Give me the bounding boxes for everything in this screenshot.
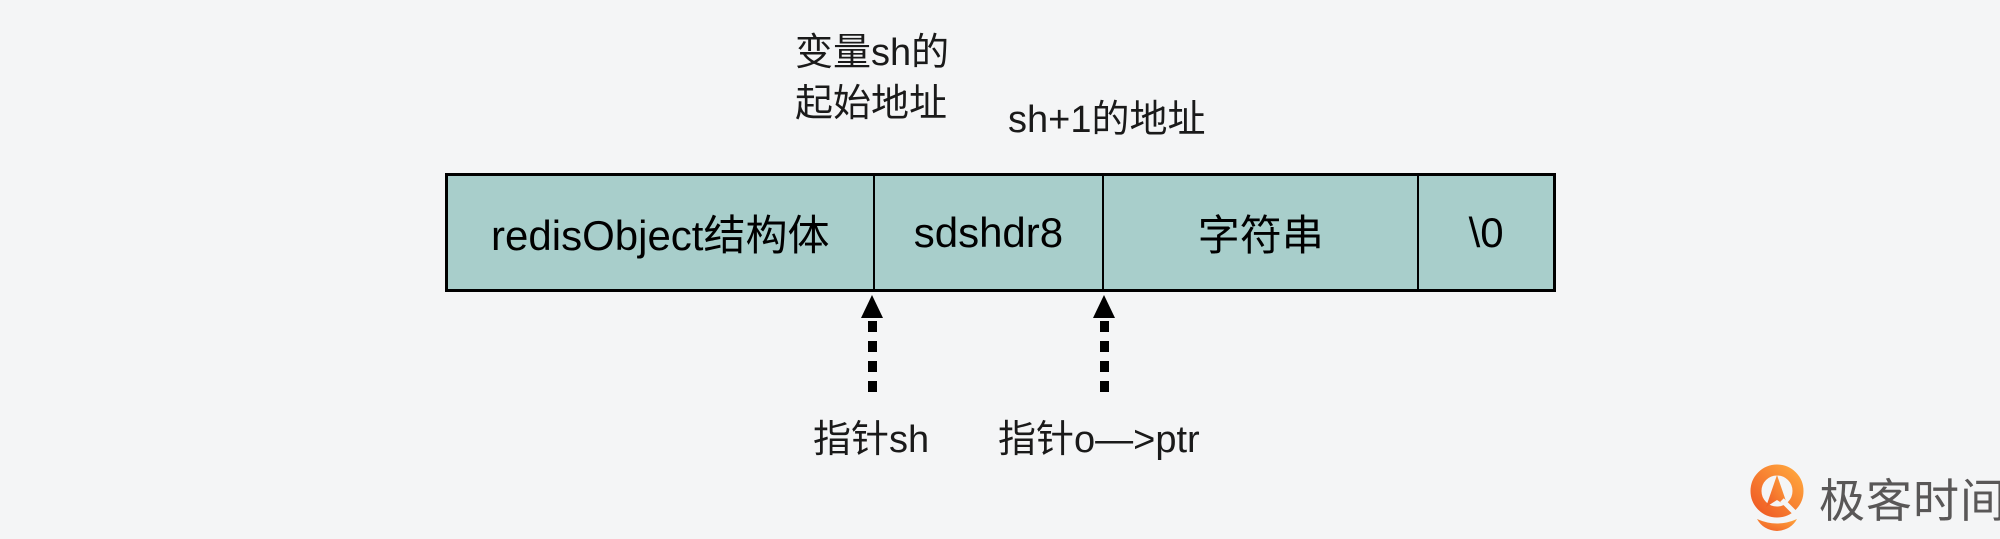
dashed-line xyxy=(1099,321,1109,393)
arrow-up-icon xyxy=(1093,295,1115,318)
dashed-line xyxy=(867,321,877,393)
annotation-sh-plus-1-address: sh+1的地址 xyxy=(1008,99,1206,141)
geektime-watermark: 极客时间 xyxy=(1746,464,2000,532)
geektime-logo-icon xyxy=(1750,464,1804,531)
arrow-up-icon xyxy=(861,295,883,318)
pointer-label-o-ptr: 指针o—>ptr xyxy=(998,419,1200,461)
segment-label: \0 xyxy=(1468,208,1504,256)
segment-string: 字符串 xyxy=(1104,176,1420,289)
memory-bar: redisObject结构体 sdshdr8 字符串 \0 xyxy=(445,173,1556,292)
segment-redisobject: redisObject结构体 xyxy=(448,176,875,289)
annotation-line: 起始地址 xyxy=(795,83,948,125)
segment-null-terminator: \0 xyxy=(1419,176,1553,289)
pointer-arrow-o-ptr xyxy=(1090,295,1118,393)
pointer-arrow-sh xyxy=(858,295,886,393)
segment-sdshdr8: sdshdr8 xyxy=(875,176,1105,289)
pointer-label-sh: 指针sh xyxy=(813,419,930,461)
annotation-line: 变量sh的 xyxy=(795,32,950,74)
annotation-sh-start-address: 变量sh的 起始地址 xyxy=(795,28,949,130)
segment-label: 字符串 xyxy=(1197,212,1324,259)
segment-label: redisObject结构体 xyxy=(491,212,830,259)
segment-label: sdshdr8 xyxy=(913,208,1064,256)
geektime-logo-text: 极客时间 xyxy=(1819,475,2000,527)
